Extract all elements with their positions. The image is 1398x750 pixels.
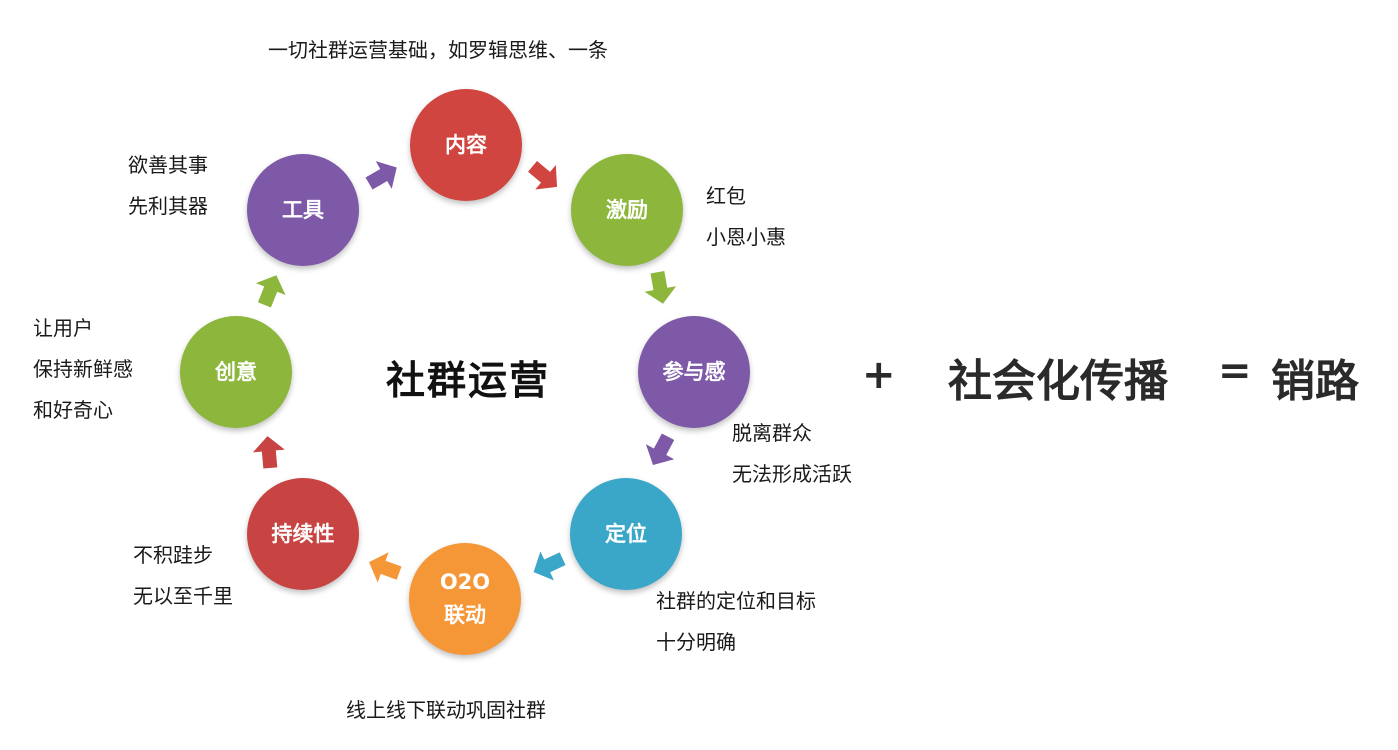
equals-sign: =: [1218, 348, 1252, 394]
node-sustainability-label: 持续性: [271, 521, 335, 546]
node-sustainability: 持续性: [247, 478, 359, 590]
arrow-o2o-to-sustainability: [369, 552, 402, 583]
note-positioning-line: 十分明确: [656, 630, 736, 654]
node-creativity: 创意: [180, 316, 292, 428]
note-content: 一切社群运营基础，如罗辑思维、一条: [268, 30, 608, 71]
arrow-content-to-incentive: [528, 160, 558, 190]
node-positioning-label: 定位: [605, 521, 647, 546]
node-tools-label: 工具: [282, 197, 324, 222]
node-incentive: 激励: [571, 154, 683, 266]
arrow-tools-to-content: [365, 161, 397, 190]
arrow-creativity-to-tools: [255, 275, 286, 308]
note-participation-line: 脱离群众: [732, 421, 812, 445]
node-participation-label: 参与感: [662, 359, 726, 384]
node-participation: 参与感: [638, 316, 750, 428]
note-tools-line: 欲善其事: [128, 153, 208, 177]
node-o2o: O2O 联动: [409, 543, 521, 655]
note-sustainability-line: 不积跬步: [133, 543, 213, 567]
note-content-line: 一切社群运营基础，如罗辑思维、一条: [268, 38, 608, 62]
note-sustainability: 不积跬步 无以至千里: [133, 535, 233, 617]
note-tools-line: 先利其器: [128, 194, 208, 218]
note-incentive-line: 红包: [706, 184, 746, 208]
arrow-sustainability-to-creativity: [252, 436, 285, 469]
note-incentive-line: 小恩小惠: [706, 225, 786, 249]
note-sustainability-line: 无以至千里: [133, 584, 233, 608]
note-participation-line: 无法形成活跃: [732, 462, 852, 486]
node-o2o-label-line1: O2O: [439, 570, 491, 595]
node-content: 内容: [410, 89, 522, 201]
arrow-positioning-to-o2o: [533, 551, 566, 581]
center-title: 社群运营: [386, 359, 551, 404]
note-o2o: 线上线下联动巩固社群: [346, 690, 546, 731]
note-positioning-line: 社群的定位和目标: [656, 589, 816, 613]
note-positioning: 社群的定位和目标 十分明确: [656, 581, 816, 663]
note-o2o-line: 线上线下联动巩固社群: [346, 698, 546, 722]
note-tools: 欲善其事 先利其器: [128, 145, 208, 227]
node-positioning: 定位: [570, 478, 682, 590]
note-creativity-line: 让用户: [33, 316, 93, 340]
note-incentive: 红包 小恩小惠: [706, 176, 786, 258]
arrow-participation-to-positioning: [645, 433, 675, 466]
node-incentive-label: 激励: [606, 197, 648, 222]
node-creativity-label: 创意: [215, 359, 257, 384]
plus-sign: +: [862, 352, 896, 398]
node-content-label: 内容: [445, 132, 487, 157]
note-creativity-line: 和好奇心: [33, 398, 113, 422]
node-tools: 工具: [247, 154, 359, 266]
equation-result: 销路: [1271, 356, 1359, 407]
equation-term: 社会化传播: [948, 356, 1168, 407]
arrow-incentive-to-participation: [644, 271, 677, 304]
note-participation: 脱离群众 无法形成活跃: [732, 413, 852, 495]
note-creativity-line: 保持新鲜感: [33, 357, 133, 381]
note-creativity: 让用户 保持新鲜感 和好奇心: [33, 308, 133, 431]
node-o2o-label-line2: 联动: [444, 603, 486, 627]
